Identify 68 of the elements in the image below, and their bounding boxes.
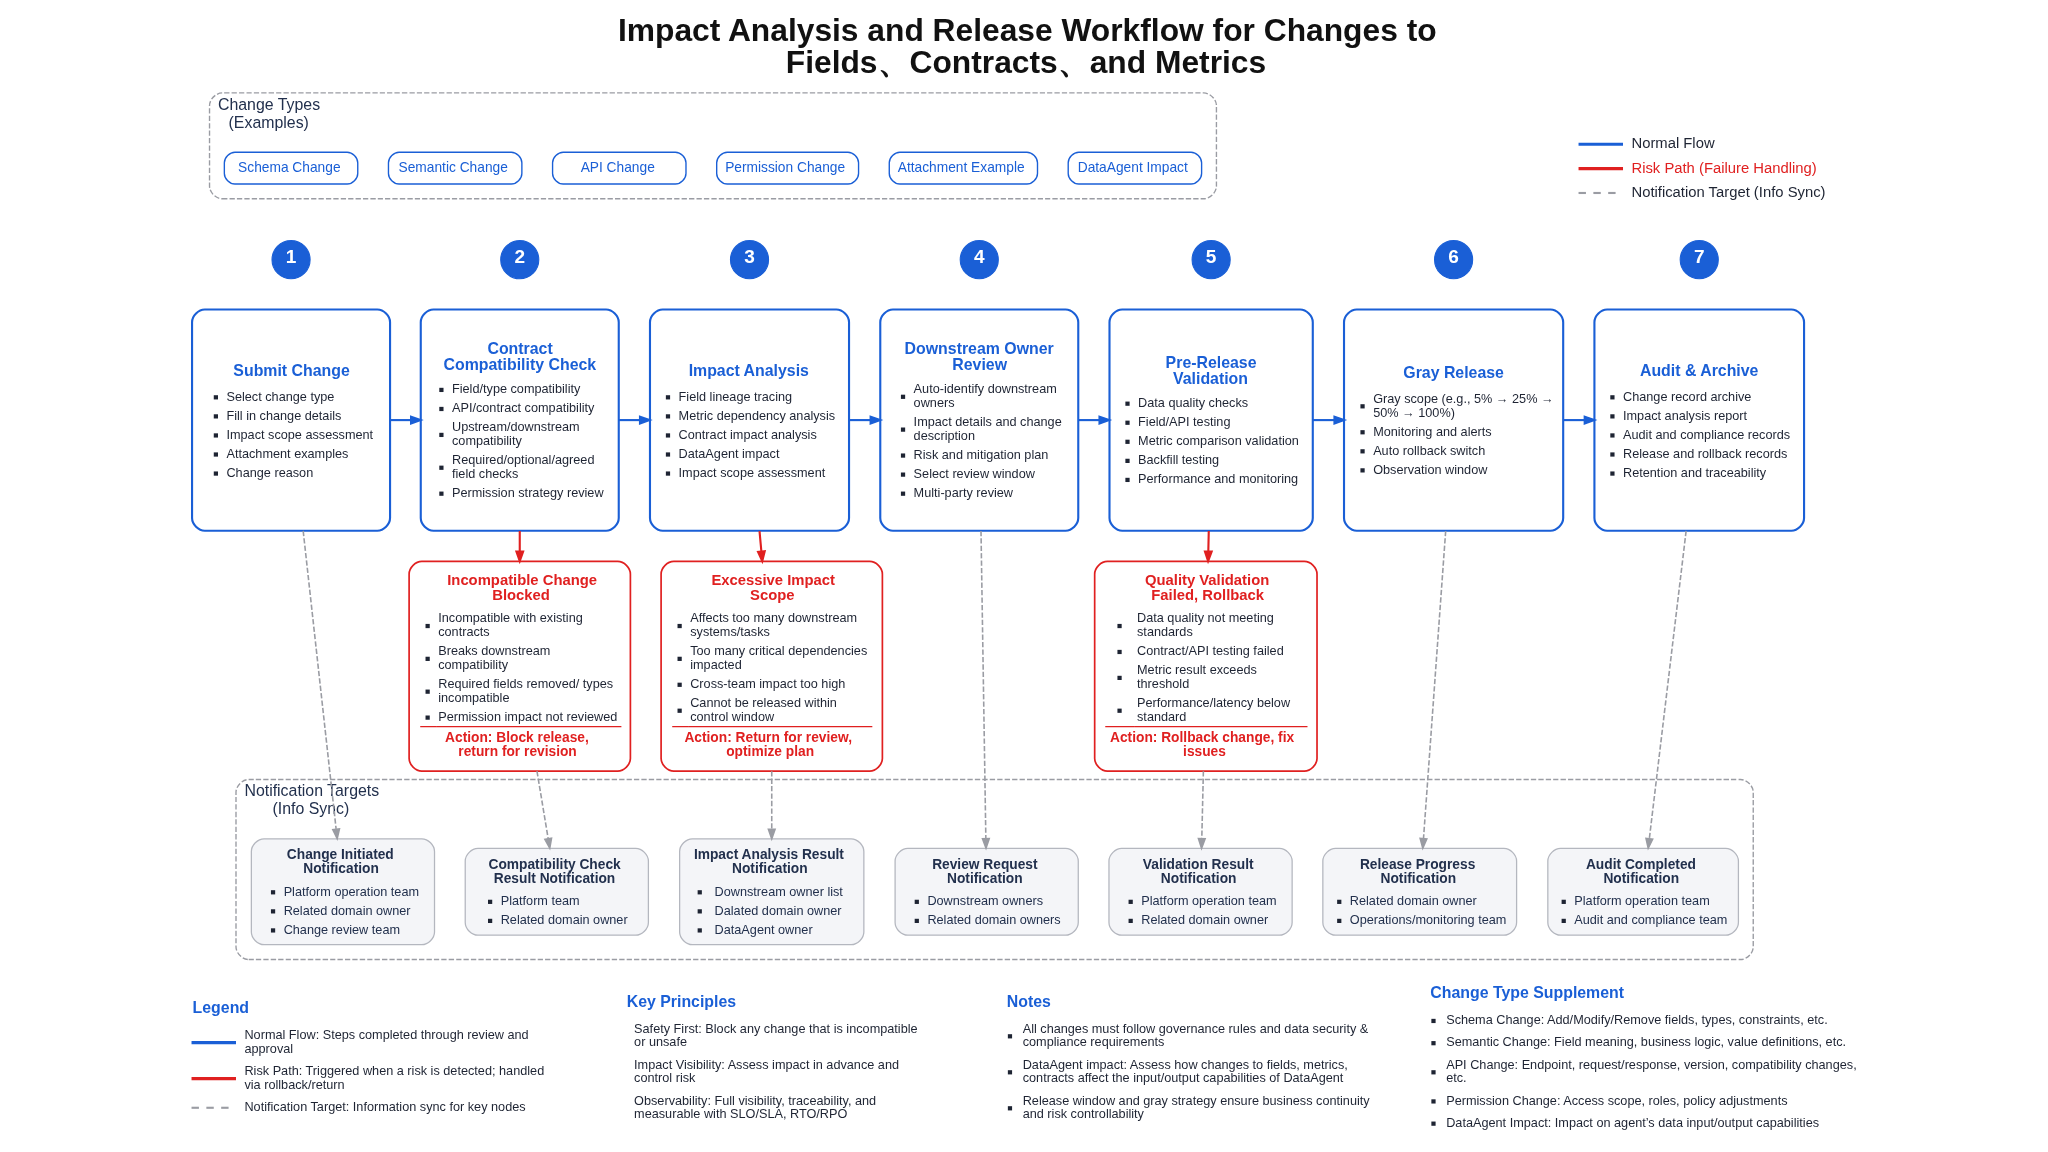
label: Legend bbox=[192, 999, 250, 1017]
arrow bbox=[849, 415, 884, 425]
label: Change Type Supplement bbox=[1430, 984, 1625, 1002]
label: Schema Change: Add/Modify/Remove fields, types, constraints, etc. bbox=[1446, 1013, 1828, 1028]
arrow bbox=[514, 531, 525, 565]
node-box: Submit Change Select change type Fill in change details Impact scope assessment Attachment examples Change reason bbox=[191, 308, 392, 532]
node-box: Pre-Release Validation Data quality checks Field/API testing Metric comparison validation Backfill testing Performance and monitoring bbox=[1108, 308, 1314, 532]
arrow bbox=[1197, 770, 1207, 851]
arrow bbox=[302, 530, 341, 842]
node-label: 3 bbox=[744, 246, 755, 268]
label: Semantic Change: Field meaning, business logic, value definitions, etc. bbox=[1446, 1035, 1847, 1050]
legend-label: Risk Path: Triggered when a risk is detected; handled via rollback/return bbox=[244, 1064, 545, 1092]
node-box: Validation Result Notification Platform operation team Related domain owner bbox=[1108, 847, 1293, 936]
node-box: Incompatible Change Blocked Incompatible with existing contracts Breaks downstream compatibility Required fields removed/ types incompatible Permission impact not reviewed Action: Block release, return for revision bbox=[408, 560, 632, 772]
label: Permission Change: Access scope, roles, policy adjustments bbox=[1446, 1093, 1788, 1108]
arrow bbox=[1203, 531, 1214, 565]
node-box: DataAgent Impact bbox=[1067, 151, 1203, 185]
legend-label: Notification Target: Information sync for key nodes bbox=[244, 1100, 526, 1115]
label: Impact Visibility: Assess impact in advance and control risk bbox=[634, 1057, 900, 1086]
label: Safety First: Block any change that is incompatible or unsafe bbox=[634, 1021, 918, 1050]
arrow bbox=[756, 530, 767, 565]
node-box: Impact Analysis Result Notification Downstream owner list Dalated domain owner DataAgent owner bbox=[679, 838, 865, 946]
node-box: API Change bbox=[551, 151, 687, 185]
node-box: Attachment Example bbox=[888, 151, 1039, 185]
legend-label: Risk Path (Failure Handling) bbox=[1631, 159, 1817, 176]
node-box: Compatibility Check Result Notification Platform team Related domain owner bbox=[464, 847, 650, 936]
diagram-title: Impact Analysis and Release Workflow for Changes to Fields、Contracts、and Metrics bbox=[617, 12, 1437, 80]
node-box: Gray Release Gray scope (e.g., 5% → 25% → 50% → 100%) Monitoring and alerts Auto rollback switch Observation window bbox=[1342, 308, 1565, 532]
node-label: 6 bbox=[1448, 246, 1459, 268]
arrow bbox=[618, 415, 653, 425]
label: Observability: Full visibility, traceability, and measurable with SLO/SLA, RTO/RPO bbox=[634, 1093, 877, 1122]
arrow bbox=[1078, 415, 1113, 425]
arrow bbox=[980, 530, 991, 851]
label: All changes must follow governance rules and data security & compliance requirements bbox=[1022, 1021, 1369, 1050]
legend-label: Notification Target (Info Sync) bbox=[1631, 183, 1826, 200]
label: DataAgent impact: Assess how changes to fields, metrics, contracts affect the input/output capabilities of DataAgent bbox=[1022, 1057, 1348, 1086]
node-box: Quality Validation Failed, Rollback Data quality not meeting standards Contract/API testing failed Metric result exceeds threshold Performance/latency below standard Action: Rollback change, fix issues bbox=[1093, 560, 1318, 772]
legend-label: Normal Flow: Steps completed through review and approval bbox=[244, 1028, 529, 1056]
arrow bbox=[1645, 530, 1687, 851]
node-label: 4 bbox=[973, 246, 985, 268]
arrow bbox=[390, 415, 424, 425]
arrow bbox=[1563, 415, 1598, 425]
node-box: Impact Analysis Field lineage tracing Metric dependency analysis Contract impact analysis DataAgent impact Impact scope assessment bbox=[648, 308, 851, 532]
node-box: Permission Change bbox=[716, 151, 860, 185]
arrow bbox=[1419, 530, 1447, 851]
node-box: Downstream Owner Review Auto-identify downstream owners Impact details and change description Risk and mitigation plan Select review window Multi-party review bbox=[879, 308, 1080, 532]
node-label: 5 bbox=[1205, 246, 1217, 268]
node-box: Schema Change bbox=[223, 151, 359, 185]
node-label: 2 bbox=[514, 246, 526, 268]
label: Release window and gray strategy ensure business continuity and risk controllability bbox=[1022, 1093, 1370, 1122]
node-box: Audit & Archive Change record archive Impact analysis report Audit and compliance records Release and rollback records Retention and traceability bbox=[1593, 308, 1806, 532]
legend-label: Normal Flow bbox=[1631, 135, 1715, 152]
node-box: Contract Compatibility Check Field/type compatibility API/contract compatibility Upstream/downstream compatibility Required/optional/agreed field checks Permission strategy review bbox=[419, 308, 620, 532]
arrow bbox=[767, 770, 777, 842]
label: DataAgent Impact: Impact on agent’s data input/output capabilities bbox=[1446, 1115, 1820, 1130]
label: Key Principles bbox=[626, 992, 737, 1010]
node-label: 7 bbox=[1693, 246, 1705, 268]
node-label: 1 bbox=[285, 246, 297, 268]
node-box: Excessive Impact Scope Affects too many downstream systems/tasks Too many critical dependencies impacted Cross-team impact too high Cannot be released within control window Action: Return for review, optimize plan bbox=[660, 560, 884, 772]
node-box: Review Request Notification Downstream owners Related domain owners bbox=[894, 847, 1079, 936]
node-box: Semantic Change bbox=[387, 151, 523, 185]
node-box: Change Initiated Notification Platform operation team Related domain owner Change review team bbox=[250, 838, 436, 946]
node-box: Release Progress Notification Related domain owner Operations/monitoring team bbox=[1322, 847, 1518, 936]
arrow bbox=[1312, 415, 1348, 425]
label: Notes bbox=[1006, 992, 1051, 1010]
arrow bbox=[536, 770, 553, 851]
label: API Change: Endpoint, request/response, version, compatibility changes, etc. bbox=[1446, 1057, 1857, 1086]
node-box: Audit Completed Notification Platform operation team Audit and compliance team bbox=[1547, 847, 1740, 936]
